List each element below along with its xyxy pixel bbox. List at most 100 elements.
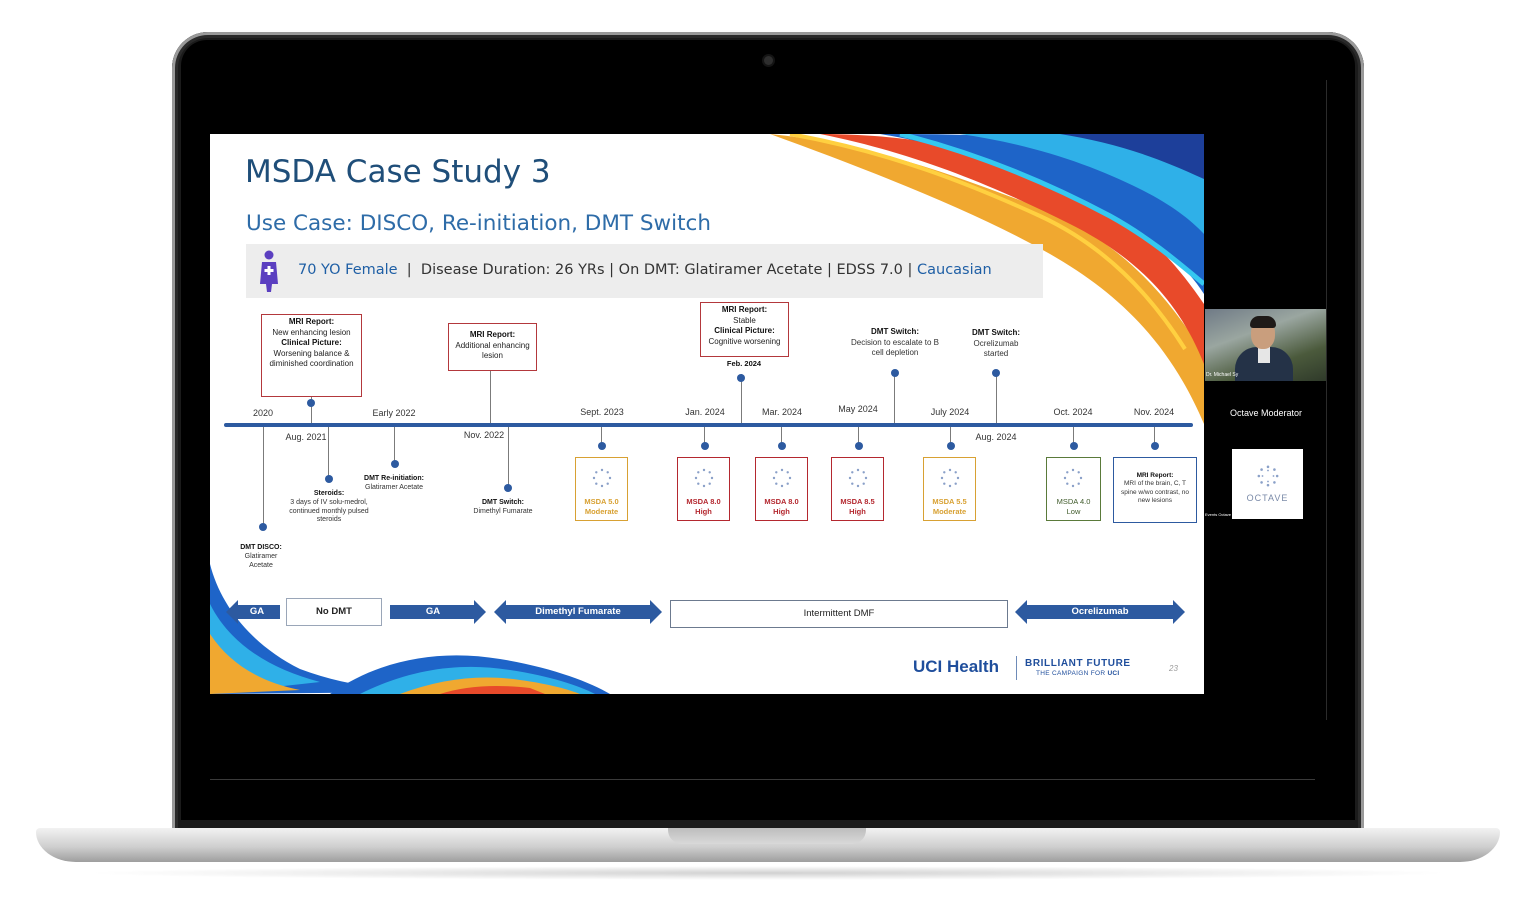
therapy-arrow-shape (494, 600, 662, 624)
event-title: Clinical Picture: (281, 338, 342, 348)
date-label-sept2023: Sept. 2023 (580, 407, 624, 417)
msda-logo-icon (1063, 468, 1083, 488)
timeline-dot (391, 460, 399, 468)
event-note-reinitiation: DMT Re-initiation: Glatiramer Acetate (354, 475, 434, 493)
msda-score: MSDA 4.0 (1056, 497, 1091, 506)
timeline-dot (778, 442, 786, 450)
date-label-jan2024: Jan. 2024 (685, 407, 725, 417)
msda-level: Low (1066, 507, 1081, 516)
participant-video-tile[interactable] (1205, 309, 1326, 381)
msda-score: MSDA 8.0 (764, 497, 799, 506)
patient-duration: Disease Duration: 26 YRs | On DMT: Glati… (420, 262, 917, 278)
msda-level: High (773, 507, 790, 516)
timeline-stem (950, 425, 951, 447)
event-text: 3 days of IV solu-medrol, continued mont… (289, 498, 369, 524)
timeline-dot (737, 374, 745, 382)
timeline-dot (855, 442, 863, 450)
participant-name: Dr. Michael Sy (1206, 372, 1239, 378)
timeline-stem (1073, 425, 1074, 447)
date-label-aug2024: Aug. 2024 (975, 432, 1017, 442)
event-text: Worsening balance & diminished coordinat… (269, 348, 354, 369)
date-label-mar2024: Mar. 2024 (761, 407, 803, 417)
event-note-steroids: Steroids: 3 days of IV solu-medrol, cont… (286, 490, 372, 525)
event-box-nov2022: MRI Report: Additional enhancing lesion (448, 323, 537, 371)
event-text: Glatiramer Acetate (365, 483, 423, 491)
date-label-oct2024: Oct. 2024 (1053, 407, 1093, 417)
event-text: Glatiramer Acetate (244, 552, 278, 569)
timeline-dot (701, 442, 709, 450)
msda-logo-icon (940, 468, 960, 488)
event-text: New enhancing lesion (272, 327, 351, 337)
date-label-aug2021: Aug. 2021 (285, 432, 327, 442)
timeline-dot (504, 484, 512, 492)
timeline-stem (311, 397, 312, 425)
timeline-stem (996, 372, 997, 425)
presentation-slide: MSDA Case Study 3 Use Case: DISCO, Re-in… (210, 134, 1204, 694)
therapy-bar-ga-2: GA (390, 599, 486, 625)
therapy-bar-intermittent-dmf: Intermittent DMF (670, 600, 1008, 628)
patient-ethnicity: Caucasian (917, 262, 992, 278)
date-label-july2024: July 2024 (930, 407, 970, 417)
timeline-dot (259, 523, 267, 531)
laptop-base-notch (668, 828, 866, 844)
decorative-swirl-bottom (210, 564, 610, 694)
timeline-stem (508, 425, 509, 488)
patient-summary-bar: 70 YO Female | Disease Duration: 26 YRs … (246, 244, 1043, 298)
msda-logo-icon (694, 468, 714, 488)
event-text: Stable (733, 315, 756, 325)
octave-wordmark: OCTAVE (1246, 493, 1289, 503)
therapy-arrow-shape (226, 600, 280, 624)
msda-level: High (849, 507, 866, 516)
participant-hair (1250, 316, 1276, 328)
moderator-avatar-tile[interactable]: OCTAVE (1232, 449, 1303, 519)
event-title: DMT DISCO: (240, 544, 282, 551)
laptop-shadow (80, 866, 1456, 880)
timeline-stem (894, 372, 895, 425)
event-box-nov2024: MRI Report: MRI of the brain, C, T spine… (1113, 457, 1197, 523)
event-note-july2024: DMT Switch: Ocrelizumab started (961, 328, 1031, 360)
timeline-stem (858, 425, 859, 447)
timeline-stem (704, 425, 705, 447)
therapy-arrow-shape (1015, 600, 1185, 624)
event-text: Decision to escalate to B cell depletion (850, 337, 940, 358)
timeline-stem (394, 425, 395, 465)
event-text: MRI of the brain, C, T spine w/wo contra… (1121, 480, 1189, 505)
octave-logo-icon (1257, 465, 1279, 487)
msda-logo-icon (848, 468, 868, 488)
event-title: DMT Re-initiation: (364, 475, 424, 482)
therapy-bar-ocrelizumab: Ocrelizumab (1015, 599, 1185, 625)
campaign-subtitle: THE CAMPAIGN FOR UCI (1036, 670, 1120, 677)
uci-health-logo: UCI Health (913, 657, 999, 676)
event-note-disco: DMT DISCO: Glatiramer Acetate (236, 544, 286, 570)
therapy-arrow-shape (390, 600, 486, 624)
event-text: Ocrelizumab started (973, 338, 1019, 359)
campaign-title: BRILLIANT FUTURE (1025, 658, 1131, 669)
patient-summary-text: 70 YO Female | Disease Duration: 26 YRs … (298, 262, 992, 278)
timeline-stem (328, 425, 329, 479)
msda-logo-icon (772, 468, 792, 488)
host-label: Events Octave (1205, 512, 1232, 517)
therapy-bar-no-dmt: No DMT (286, 598, 382, 626)
event-text: Dimethyl Fumarate (473, 507, 533, 515)
date-label-may2024: May 2024 (838, 404, 878, 414)
timeline-dot (1070, 442, 1078, 450)
campaign-subtitle-text: THE CAMPAIGN FOR (1036, 670, 1108, 677)
timeline-axis (224, 423, 1193, 427)
therapy-label: Ocrelizumab (1071, 606, 1129, 617)
event-title: Clinical Picture: (714, 326, 775, 336)
event-box-feb2024: MRI Report: Stable Clinical Picture: Cog… (700, 302, 789, 357)
date-label-nov2022: Nov. 2022 (463, 430, 505, 440)
event-title: Steroids: (313, 490, 345, 497)
therapy-label: GA (425, 606, 441, 617)
msda-score: MSDA 8.5 (840, 497, 875, 506)
msda-level: High (695, 507, 712, 516)
event-title: DMT Switch: (871, 327, 919, 336)
